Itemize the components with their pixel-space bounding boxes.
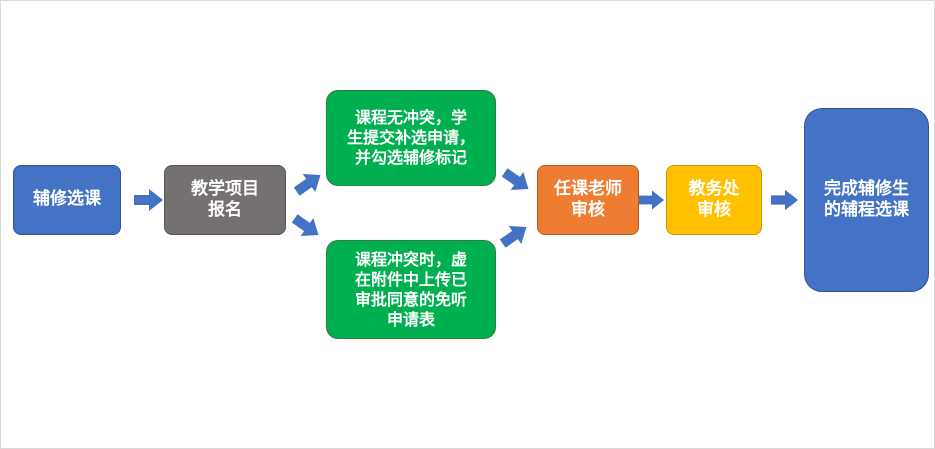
node-apply-label: 教学项目 报名 xyxy=(191,178,259,220)
node-office-label: 教务处 审核 xyxy=(688,178,740,220)
node-no-conflict: 课程无冲突，学 生提交补选申请， 并勾选辅修标记 xyxy=(326,90,496,186)
node-teacher: 任课老师 审核 xyxy=(537,165,639,235)
arrow-office-to-finish xyxy=(771,189,799,211)
arrow-no-conflict-to-teacher xyxy=(502,168,529,191)
node-finish-label: 完成辅修生 的辅程选课 xyxy=(824,178,909,220)
node-conflict: 课程冲突时，虚 在附件中上传已 审批同意的免听 申请表 xyxy=(326,240,496,339)
arrow-apply-to-conflict xyxy=(292,214,319,237)
node-no-conflict-label: 课程无冲突，学 生提交补选申请， 并勾选辅修标记 xyxy=(346,108,475,167)
arrow-apply-to-no-conflict xyxy=(294,173,321,196)
node-finish: 完成辅修生 的辅程选课 xyxy=(804,108,929,292)
arrow-start-to-apply xyxy=(134,189,163,211)
node-start: 辅修选课 xyxy=(13,165,121,235)
node-start-label: 辅修选课 xyxy=(33,189,101,210)
arrow-conflict-to-teacher xyxy=(500,225,527,248)
node-apply: 教学项目 报名 xyxy=(164,165,286,235)
node-conflict-label: 课程冲突时，虚 在附件中上传已 审批同意的免听 申请表 xyxy=(354,249,467,329)
node-office: 教务处 审核 xyxy=(666,165,762,235)
arrow-teacher-to-office xyxy=(639,190,665,210)
node-teacher-label: 任课老师 审核 xyxy=(554,178,622,220)
